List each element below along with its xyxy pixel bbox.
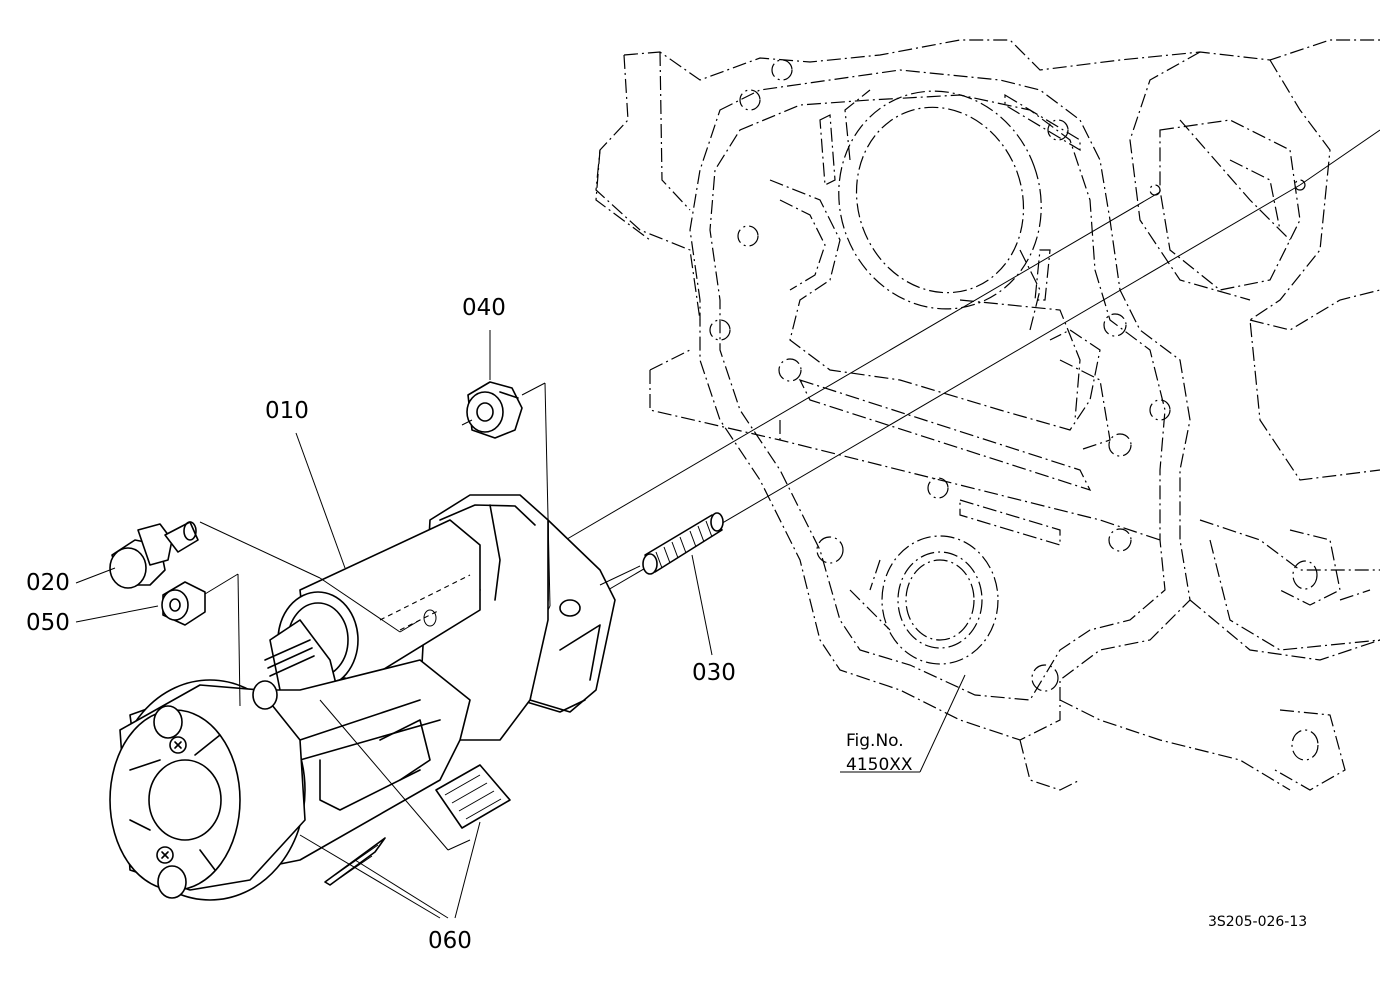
engine-block (559, 39, 1380, 791)
flange-nut (461, 381, 523, 439)
leader-lines (75, 330, 966, 919)
starter-motor (109, 494, 616, 901)
fig-ref-label: Fig.No. (846, 731, 904, 751)
callout-060: 060 (428, 928, 472, 954)
drawing-code: 3S205-026-13 (1208, 914, 1307, 930)
terminal-cap (109, 521, 199, 589)
fig-ref-number: 4150XX (846, 755, 913, 775)
callout-040: 040 (462, 295, 506, 321)
callout-030: 030 (692, 660, 736, 686)
callout-010: 010 (265, 398, 309, 424)
callout-050: 050 (26, 610, 70, 636)
stud-bolt (599, 512, 724, 586)
warning-label (324, 764, 511, 886)
callout-020: 020 (26, 570, 70, 596)
hex-nut (161, 581, 206, 626)
